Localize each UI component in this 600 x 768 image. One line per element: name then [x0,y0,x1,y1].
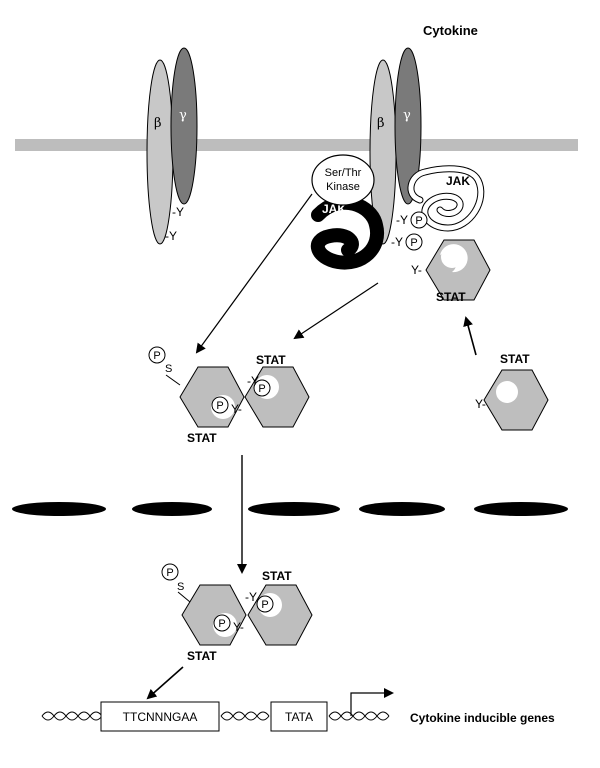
svg-text:P: P [218,618,225,630]
dna-strand: TTCNNNGAA TATA [41,701,390,732]
svg-text:P: P [216,400,223,412]
right-tyrosine-2: -Y [391,235,403,249]
svg-text:Y-: Y- [233,620,244,634]
svg-text:Y-: Y- [231,402,242,416]
right-tyrosine-1: -Y [396,213,408,227]
left-gamma-chain [170,47,198,205]
svg-text:P: P [261,599,268,611]
cell-membrane [15,139,578,151]
svg-text:P: P [258,383,265,395]
svg-text:-Y: -Y [247,374,259,388]
stat-docked-label: STAT [436,290,466,304]
dimer1-phospho-y1: P [253,379,271,397]
cytokine-inducible-genes-label: Cytokine inducible genes [410,711,555,725]
jak-white: JAK [407,165,485,232]
left-tyrosine-2: -Y [165,229,177,243]
dimer2-phospho-s: P [161,563,179,581]
stat-dimer-nucleus: P S P -Y P Y- STAT STAT [161,563,313,663]
ser-thr-kinase-label-1: Ser/Thr [325,167,362,179]
right-receptor: β γ [369,47,422,245]
stat-dimer-cytoplasm: P S P -Y P Y- STAT STAT [148,346,310,445]
stat-free: Y- STAT [475,352,549,431]
left-gamma-label: γ [179,108,187,123]
stat-docked: Y- STAT [411,239,491,304]
ser-thr-kinase: Ser/Thr Kinase [311,154,375,206]
svg-text:P: P [415,215,422,227]
transcription-start-arrow [350,688,394,716]
phospho-1: P [410,211,428,229]
right-gamma-chain [394,47,422,205]
arrow-jak-to-dimer [293,282,379,340]
dimer1-stat-bottom: STAT [187,431,217,445]
left-receptor: β γ -Y -Y [146,47,198,245]
promoter-element-label: TTCNNNGAA [123,710,198,724]
dimer2-stat-top: STAT [262,569,292,583]
right-gamma-label: γ [403,108,411,123]
promoter-element-box [100,701,220,732]
dimer1-phospho-y2: P [211,396,229,414]
right-beta-label: β [377,116,385,131]
dimer1-stat-top: STAT [256,353,286,367]
tata-box [270,701,328,732]
dimer1-phospho-s: P [148,346,166,364]
dimer2-phospho-y1: P [256,595,274,613]
svg-text:P: P [410,237,417,249]
left-tyrosine-1: -Y [172,205,184,219]
arrow-to-promoter [146,666,184,700]
left-beta-label: β [154,116,162,131]
dimer2-stat-bottom: STAT [187,649,217,663]
cytokine-label: Cytokine [423,23,478,38]
stat-free-label: STAT [500,352,530,366]
phospho-2: P [405,233,423,251]
tata-box-label: TATA [285,710,313,724]
svg-text:S: S [165,363,172,375]
left-beta-chain [146,59,174,245]
nuclear-envelope [12,502,568,516]
svg-text:Y-: Y- [475,397,486,411]
svg-text:S: S [177,581,184,593]
arrow-recruit [463,316,477,356]
svg-text:Y-: Y- [411,263,422,277]
svg-text:P: P [153,350,160,362]
jak-white-label: JAK [446,174,470,188]
arrow-kinase-to-dimer [195,193,313,354]
svg-text:-Y: -Y [245,590,257,604]
dimer2-phospho-y2: P [213,614,231,632]
ser-thr-kinase-label-2: Kinase [326,181,360,193]
svg-text:P: P [166,567,173,579]
jak-black: JAK [310,195,385,270]
